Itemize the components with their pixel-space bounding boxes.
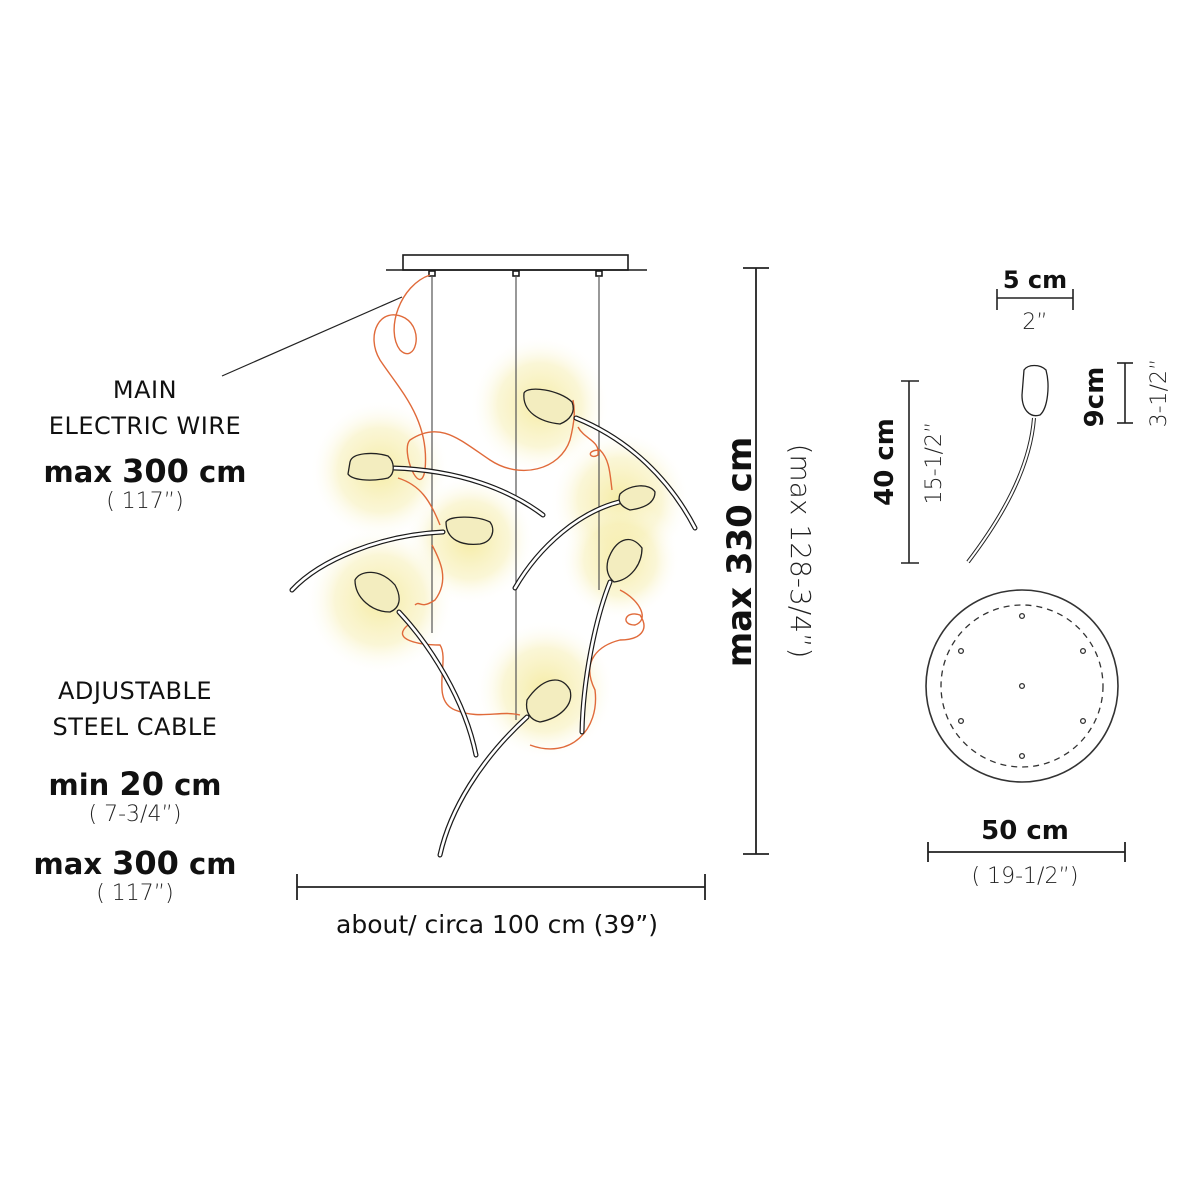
ceiling-canopy [386,254,647,277]
steel-cable-max-inches: ( 117”) [96,881,174,906]
width-dimension-line [296,874,706,900]
canopy-diameter-imperial: ( 19-1/2”) [971,864,1079,889]
steel-cable-label: ADJUSTABLE STEEL CABLE min 20 cm ( 7-3/4… [10,673,260,907]
main-wire-title-2: ELECTRIC WIRE [48,412,242,440]
steel-cable-title-1: ADJUSTABLE [58,677,212,705]
flower-detail [901,289,1133,564]
width-dimension-label: about/ circa 100 cm (39”) [336,910,658,939]
main-wire-label: MAIN ELECTRIC WIRE max 300 cm ( 117”) [20,372,270,515]
flower-width-imperial: 2” [1022,310,1048,335]
flower-head-height-metric: 9cm [1080,366,1110,428]
flower-head-height-imperial: 3-1/2” [1147,358,1172,428]
main-wire-title-1: MAIN [112,376,178,404]
steel-cable-title-2: STEEL CABLE [52,713,218,741]
steel-cable-min: min 20 cm [48,765,222,803]
flower-stems [289,415,698,858]
wire-leader-line [221,296,403,377]
height-imperial-label: (max 128-3/4”) [784,443,817,659]
height-dimension-line [743,267,769,855]
main-wire-max-inches: ( 117”) [106,489,184,514]
flower-width-metric: 5 cm [1002,266,1068,294]
steel-cable-min-inches: ( 7-3/4”) [88,802,182,827]
canopy-diameter-metric: 50 cm [981,816,1069,846]
flower-heads [347,388,656,723]
main-wire-max: max 300 cm [43,452,247,490]
canopy-plan-view [925,589,1126,862]
steel-cable-max: max 300 cm [33,844,237,882]
flower-length-imperial: 15-1/2” [922,421,947,505]
flower-length-metric: 40 cm [870,418,900,506]
height-metric-label: max 330 cm [720,436,760,668]
